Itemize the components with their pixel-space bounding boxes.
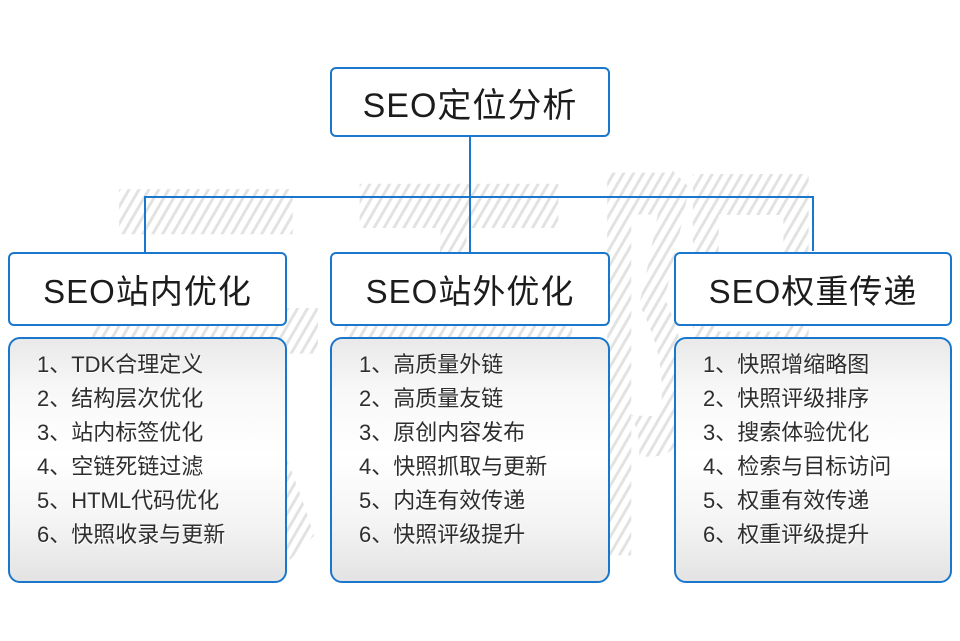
list-box-offsite: 1、高质量外链 2、高质量友链 3、原创内容发布 4、快照抓取与更新 5、内连有… (330, 337, 610, 583)
list-item: 3、搜索体验优化 (703, 420, 870, 445)
list-item: 6、权重评级提升 (703, 522, 870, 547)
list-item: 2、高质量友链 (359, 386, 504, 411)
connector-left-drop (144, 198, 146, 252)
list-item: 5、权重有效传递 (703, 488, 870, 513)
root-node-seo-positioning: SEO定位分析 (330, 67, 610, 137)
list-item: 3、站内标签优化 (37, 420, 204, 445)
column-header-title: SEO站外优化 (365, 273, 575, 310)
list-item: 1、TDK合理定义 (37, 352, 204, 377)
list-item: 4、检索与目标访问 (703, 454, 892, 479)
list-box-onsite: 1、TDK合理定义 2、结构层次优化 3、站内标签优化 4、空链死链过滤 5、H… (8, 337, 287, 583)
column-header-offsite: SEO站外优化 (330, 252, 610, 326)
list-item: 4、快照抓取与更新 (359, 454, 548, 479)
column-header-title: SEO权重传递 (708, 273, 918, 310)
list-item: 5、HTML代码优化 (37, 488, 220, 513)
list-item: 1、高质量外链 (359, 352, 504, 377)
list-item: 4、空链死链过滤 (37, 454, 204, 479)
column-header-weight: SEO权重传递 (674, 252, 952, 326)
list-item: 6、快照评级提升 (359, 522, 526, 547)
list-item: 2、结构层次优化 (37, 386, 204, 411)
list-item: 5、内连有效传递 (359, 488, 526, 513)
list-item: 6、快照收录与更新 (37, 522, 226, 547)
list-box-weight: 1、快照增缩略图 2、快照评级排序 3、搜索体验优化 4、检索与目标访问 5、权… (674, 337, 952, 583)
list-item: 2、快照评级排序 (703, 386, 870, 411)
column-header-title: SEO站内优化 (43, 273, 252, 310)
root-node-title: SEO定位分析 (362, 86, 578, 125)
connector-root-vertical (469, 137, 471, 196)
list-item: 1、快照增缩略图 (703, 352, 870, 377)
connector-horizontal (144, 196, 814, 198)
connector-right-drop (812, 198, 814, 251)
column-header-onsite: SEO站内优化 (8, 252, 287, 326)
connector-middle-drop (469, 198, 471, 252)
list-item: 3、原创内容发布 (359, 420, 526, 445)
